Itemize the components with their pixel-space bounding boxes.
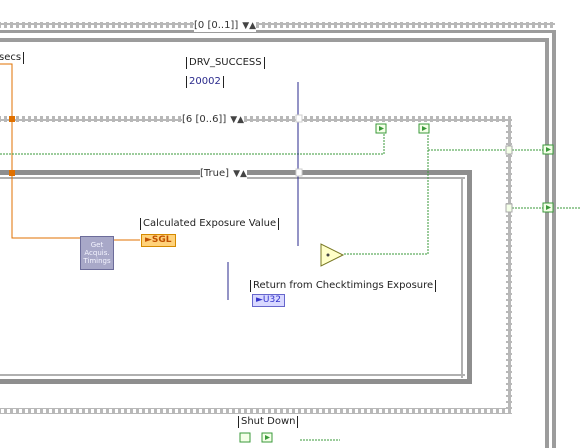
orange-wire (0, 63, 140, 241)
integer-wire (227, 82, 299, 300)
chevron-down-icon[interactable]: ▼▲ (230, 115, 245, 125)
drv-success-label: DRV_SUCCESS (186, 57, 265, 69)
calculated-exposure-label: Calculated Exposure Value (140, 218, 280, 230)
drv-success-value[interactable]: 20002 (186, 76, 224, 88)
outer-sequence-frame[interactable] (0, 22, 556, 448)
chevron-down-icon[interactable]: ▼▲ (242, 21, 257, 31)
outer-sequence-selector[interactable]: [0 [0..1]]▼▲ (194, 20, 257, 32)
case-structure-frame[interactable] (0, 170, 472, 384)
u32-indicator[interactable]: ►U32 (252, 294, 285, 307)
secs-label: secs (0, 52, 25, 64)
inner-sequence-frame[interactable] (0, 116, 512, 414)
boolean-wires (0, 134, 580, 441)
get-acquisition-timings-subvi[interactable]: Get Acquis. Timings (80, 236, 114, 270)
return-checktimings-label: Return from Checktimings Exposure (250, 280, 437, 292)
chevron-down-icon[interactable]: ▼▲ (233, 169, 247, 179)
shut-down-label: Shut Down (238, 416, 299, 428)
compare-node[interactable] (320, 243, 345, 267)
sgl-indicator[interactable]: ►SGL (141, 234, 176, 247)
case-selector[interactable]: [True]▼▲ (200, 168, 247, 180)
inner-sequence-selector[interactable]: [6 [0..6]]▼▲ (182, 114, 245, 126)
